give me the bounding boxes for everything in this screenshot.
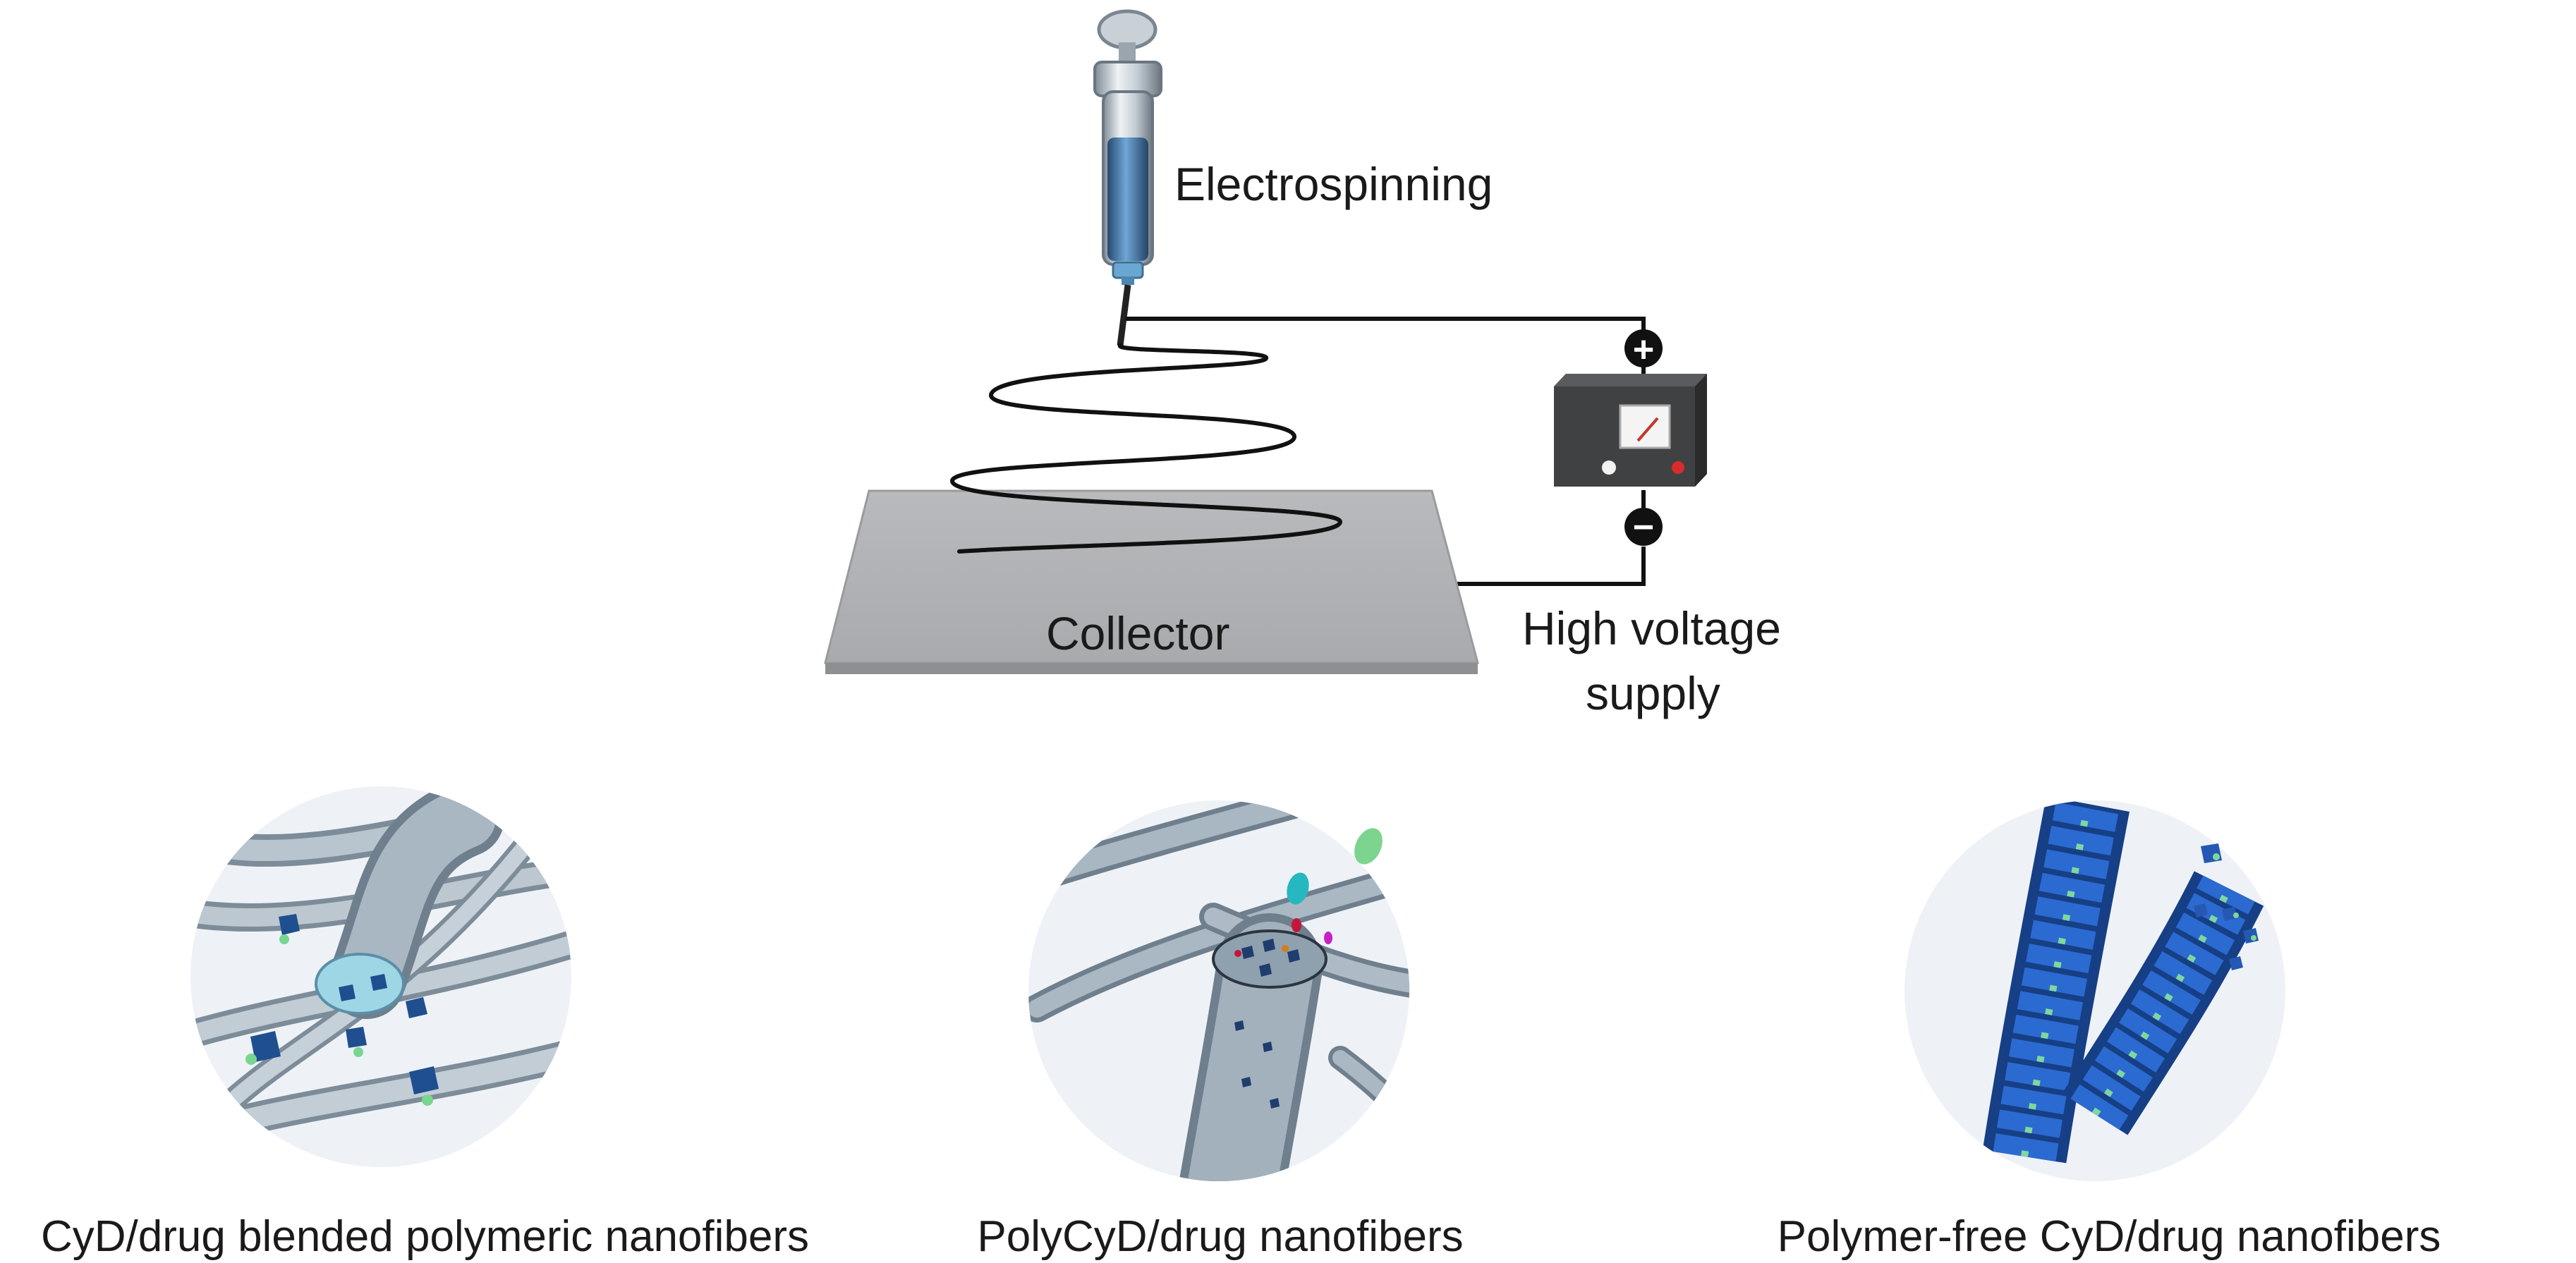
collector-plate	[824, 489, 1479, 674]
panel-polymer-free-nanofibers	[1904, 800, 2285, 1181]
power-supply-label-line2: supply	[1586, 667, 1720, 719]
collector-label: Collector	[1046, 607, 1230, 659]
panel-label-polycyd: PolyCyD/drug nanofibers	[977, 1212, 1464, 1261]
negative-terminal: −	[1624, 507, 1663, 548]
high-voltage-supply	[1554, 374, 1707, 487]
panel-polycyd-nanofibers	[1028, 800, 1409, 1181]
panel-label-polymer-free: Polymer-free CyD/drug nanofibers	[1777, 1212, 2441, 1261]
svg-text:−: −	[1633, 507, 1654, 548]
syringe	[1093, 9, 1162, 346]
panel-label-blended: CyD/drug blended polymeric nanofibers	[40, 1212, 810, 1261]
panel-blended-nanofibers	[190, 786, 571, 1167]
svg-text:+: +	[1633, 329, 1654, 370]
power-supply-label-line1: High voltage	[1522, 602, 1781, 654]
whipping-jet	[949, 343, 1343, 554]
positive-terminal: +	[1624, 329, 1663, 370]
electrospinning-label: Electrospinning	[1174, 158, 1493, 210]
